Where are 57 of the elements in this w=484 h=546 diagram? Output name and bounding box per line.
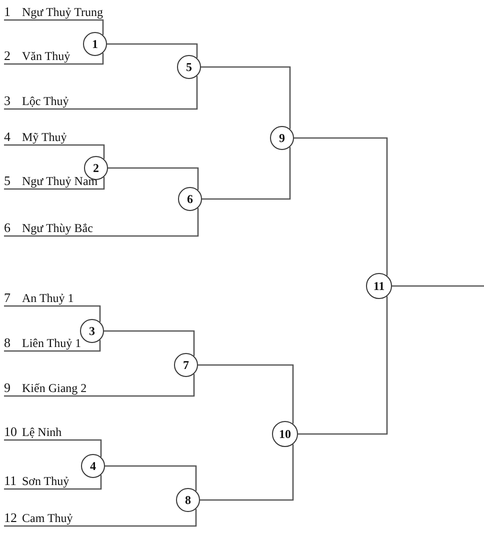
bracket-line	[4, 474, 102, 490]
bracket-line	[4, 340, 101, 352]
bracket-line	[108, 167, 199, 190]
bracket-line	[4, 76, 198, 110]
match-circle: 10	[272, 421, 298, 447]
match-circle: 4	[81, 454, 105, 478]
team-name: Lộc Thuỷ	[22, 93, 69, 109]
match-circle: 8	[176, 488, 200, 512]
seed-number: 11	[4, 473, 18, 489]
team-name: An Thuỷ 1	[22, 290, 74, 306]
bracket-line	[200, 444, 294, 501]
bracket-line	[4, 439, 102, 458]
seed-number: 10	[4, 424, 18, 440]
team-name: Liên Thuỷ 1	[22, 335, 82, 351]
seed-number: 12	[4, 510, 18, 526]
bracket-line	[4, 52, 104, 65]
bracket-line	[105, 465, 197, 492]
team-name: Văn Thuỷ	[22, 48, 70, 64]
team-name: Kiến Giang 2	[22, 380, 87, 396]
team-name: Lệ Ninh	[22, 424, 62, 440]
team-name: Sơn Thuỷ	[22, 473, 70, 489]
seed-number: 6	[4, 220, 12, 236]
seed-number: 9	[4, 380, 12, 396]
seed-number: 7	[4, 290, 12, 306]
seed-number: 5	[4, 173, 12, 189]
match-circle: 1	[83, 32, 107, 56]
team-name: Ngư Thùy Bắc	[22, 220, 93, 236]
team-name: Mỹ Thuỷ	[22, 129, 67, 145]
bracket-line	[392, 285, 484, 287]
bracket-line	[298, 296, 388, 435]
team-name: Ngư Thuỷ Trung	[22, 4, 103, 20]
seed-number: 3	[4, 93, 12, 109]
bracket-line	[4, 305, 101, 322]
match-circle: 2	[84, 156, 108, 180]
bracket-line	[4, 508, 197, 527]
seed-number: 8	[4, 335, 12, 351]
bracket-line	[4, 374, 195, 397]
match-circle: 7	[174, 353, 198, 377]
bracket-line	[104, 330, 195, 356]
bracket-line	[107, 43, 198, 58]
team-name: Cam Thuỷ	[22, 510, 73, 526]
bracket-line	[4, 144, 105, 160]
seed-number: 2	[4, 48, 12, 64]
match-circle: 11	[366, 273, 392, 299]
bracket-line	[4, 19, 104, 36]
bracket-line	[4, 176, 105, 190]
bracket-line	[202, 146, 291, 200]
bracket-line	[4, 208, 199, 237]
match-circle: 6	[178, 187, 202, 211]
seed-number: 1	[4, 4, 12, 20]
bracket-line	[294, 137, 388, 276]
bracket-line	[198, 364, 294, 424]
match-circle: 3	[80, 319, 104, 343]
match-circle: 9	[270, 126, 294, 150]
bracket-line	[201, 66, 291, 130]
match-circle: 5	[177, 55, 201, 79]
seed-number: 4	[4, 129, 12, 145]
